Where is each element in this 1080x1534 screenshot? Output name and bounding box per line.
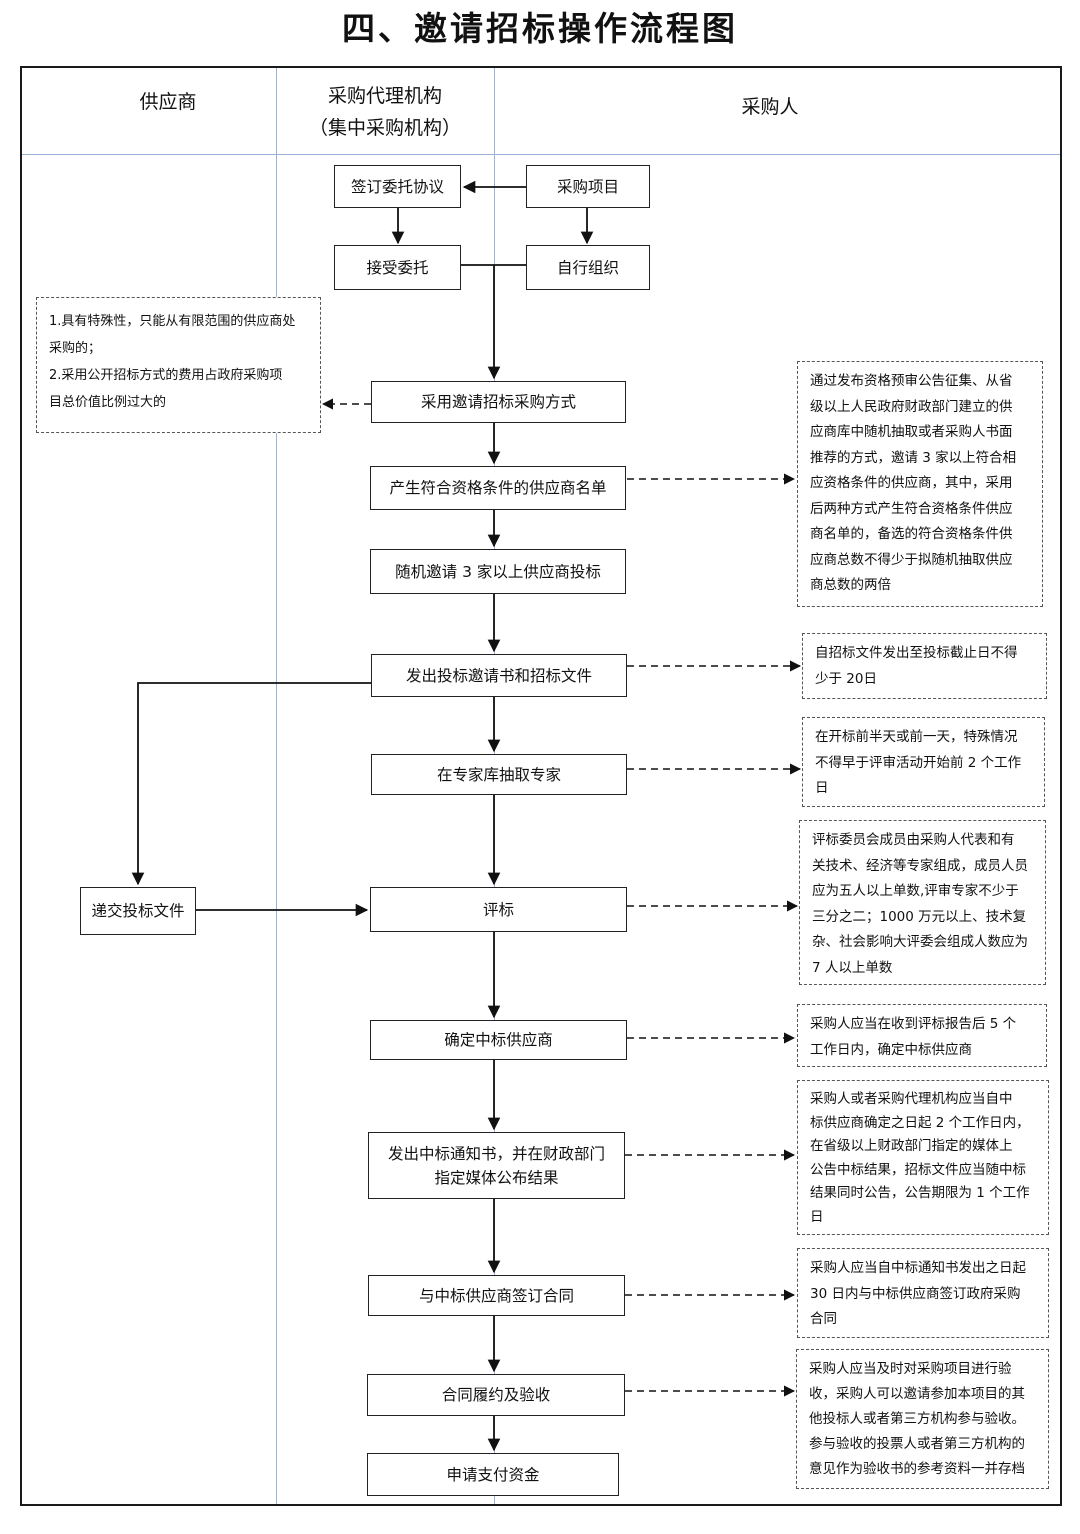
- box-purchase-project: 采购项目: [526, 165, 650, 208]
- note-acceptance-rule-line: 收，采购人可以邀请参加本项目的其: [809, 1386, 1025, 1402]
- note-expert-timing-line: 在开标前半天或前一天，特殊情况: [815, 729, 1018, 745]
- note-acceptance-rule: 采购人应当及时对采购项目进行验 收，采购人可以邀请参加本项目的其 他投标人或者第…: [796, 1349, 1049, 1489]
- arrow-invitation-to-supplier: [131, 682, 371, 886]
- note-conditions: 1.具有特殊性，只能从有限范围的供应商处 采购的； 2.采用公开招标方式的费用占…: [36, 297, 321, 433]
- note-qualification-line: 后两种方式产生符合资格条件供应: [810, 500, 1013, 517]
- note-confirm-rule-line: 工作日内，确定中标供应商: [810, 1041, 972, 1058]
- note-committee-line: 关技术、经济等专家组成，成员人员: [812, 857, 1028, 874]
- note-confirm-rule-line: 采购人应当在收到评标报告后 5 个: [810, 1016, 1017, 1032]
- note-conditions-line: 目总价值比例过大的: [49, 395, 167, 410]
- box-self-organize: 自行组织: [526, 245, 650, 290]
- note-committee-line: 评标委员会成员由采购人代表和有: [812, 832, 1015, 848]
- box-notify-line2: 指定媒体公布结果: [434, 1168, 559, 1187]
- box-confirm-winner: 确定中标供应商: [370, 1020, 627, 1060]
- note-announce-rule-line: 公告中标结果，招标文件应当随中标: [810, 1161, 1026, 1178]
- note-qualification-line: 应商总数不得少于拟随机抽取供应: [810, 551, 1013, 568]
- note-announce-rule: 采购人或者采购代理机构应当自中 标供应商确定之日起 2 个工作日内， 在省级以上…: [797, 1080, 1049, 1235]
- note-qualification-line: 商名单的，备选的符合资格条件供: [810, 526, 1013, 542]
- diagram-frame: [20, 66, 1062, 1506]
- note-expert-timing: 在开标前半天或前一天，特殊情况 不得早于评审活动开始前 2 个工作 日: [802, 717, 1045, 807]
- box-sign-contract: 与中标供应商签订合同: [368, 1275, 625, 1316]
- box-evaluate: 评标: [370, 887, 627, 932]
- note-qualification-line: 推荐的方式，邀请 3 家以上符合相: [810, 449, 1017, 466]
- note-contract-rule: 采购人应当自中标通知书发出之日起 30 日内与中标供应商签订政府采购 合同: [797, 1248, 1049, 1338]
- box-random-invite: 随机邀请 3 家以上供应商投标: [370, 549, 626, 594]
- note-qualification-line: 通过发布资格预审公告征集、从省: [810, 373, 1013, 389]
- box-draw-experts: 在专家库抽取专家: [371, 754, 627, 795]
- box-perform-accept: 合同履约及验收: [367, 1374, 625, 1416]
- note-announce-rule-line: 采购人或者采购代理机构应当自中: [810, 1091, 1013, 1107]
- note-qualification-line: 应商库中随机抽取或者采购人书面: [810, 424, 1013, 440]
- note-confirm-rule: 采购人应当在收到评标报告后 5 个 工作日内，确定中标供应商: [797, 1004, 1047, 1067]
- note-deadline-line: 少于 20日: [815, 670, 877, 687]
- note-expert-timing-line: 日: [815, 780, 829, 796]
- note-conditions-line: 1.具有特殊性，只能从有限范围的供应商处: [49, 314, 296, 329]
- note-expert-timing-line: 不得早于评审活动开始前 2 个工作: [815, 754, 1022, 771]
- note-committee-line: 杂、社会影响大评委会组成人数应为: [812, 934, 1028, 950]
- box-notify-line1: 发出中标通知书，并在财政部门: [387, 1144, 605, 1163]
- lane-header-agency-line2: （集中采购机构）: [308, 117, 461, 139]
- note-qualification-line: 级以上人民政府财政部门建立的供: [810, 398, 1013, 415]
- box-submit-bid: 递交投标文件: [80, 887, 196, 935]
- note-announce-rule-line: 标供应商确定之日起 2 个工作日内，: [810, 1114, 1030, 1131]
- box-sign-agreement: 签订委托协议: [334, 165, 461, 208]
- header-divider: [22, 154, 1060, 155]
- note-committee-line: 7 人以上单数: [812, 959, 893, 976]
- lane-divider-1: [276, 68, 277, 1504]
- note-qualification-line: 商总数的两倍: [810, 577, 891, 593]
- note-announce-rule-line: 在省级以上财政部门指定的媒体上: [810, 1138, 1013, 1154]
- box-accept-commission: 接受委托: [334, 245, 461, 290]
- note-conditions-line: 采购的；: [49, 341, 102, 356]
- note-acceptance-rule-line: 采购人应当及时对采购项目进行验: [809, 1361, 1012, 1377]
- note-acceptance-rule-line: 他投标人或者第三方机构参与验收。: [809, 1411, 1025, 1427]
- note-acceptance-rule-line: 参与验收的投票人或者第三方机构的: [809, 1436, 1025, 1452]
- note-qualification-line: 应资格条件的供应商，其中，采用: [810, 475, 1013, 491]
- note-acceptance-rule-line: 意见作为验收书的参考资料一并存档: [809, 1461, 1025, 1477]
- lane-header-purchaser: 采购人: [741, 96, 799, 118]
- box-apply-payment: 申请支付资金: [367, 1453, 619, 1496]
- box-notify-publish: 发出中标通知书，并在财政部门 指定媒体公布结果: [368, 1132, 625, 1199]
- box-generate-list: 产生符合资格条件的供应商名单: [370, 466, 626, 510]
- note-contract-rule-line: 合同: [810, 1311, 837, 1327]
- note-announce-rule-line: 结果同时公告，公告期限为 1 个工作: [810, 1185, 1030, 1201]
- lane-header-agency-line1: 采购代理机构: [327, 85, 442, 107]
- note-announce-rule-line: 日: [810, 1208, 824, 1225]
- box-adopt-method: 采用邀请招标采购方式: [371, 381, 626, 423]
- box-issue-invitation: 发出投标邀请书和招标文件: [371, 654, 627, 697]
- lane-header-supplier: 供应商: [139, 91, 197, 113]
- note-deadline-line: 自招标文件发出至投标截止日不得: [815, 645, 1018, 661]
- note-committee-line: 应为五人以上单数,评审专家不少于: [812, 883, 1019, 899]
- note-committee: 评标委员会成员由采购人代表和有 关技术、经济等专家组成，成员人员 应为五人以上单…: [799, 820, 1046, 985]
- note-contract-rule-line: 采购人应当自中标通知书发出之日起: [810, 1260, 1026, 1276]
- note-contract-rule-line: 30 日内与中标供应商签订政府采购: [810, 1285, 1021, 1302]
- note-deadline: 自招标文件发出至投标截止日不得 少于 20日: [802, 633, 1047, 699]
- note-conditions-line: 2.采用公开招标方式的费用占政府采购项: [49, 368, 283, 383]
- note-qualification: 通过发布资格预审公告征集、从省 级以上人民政府财政部门建立的供 应商库中随机抽取…: [797, 361, 1043, 607]
- page-title: 四、邀请招标操作流程图: [342, 9, 738, 48]
- note-committee-line: 三分之二；1000 万元以上、技术复: [812, 908, 1027, 925]
